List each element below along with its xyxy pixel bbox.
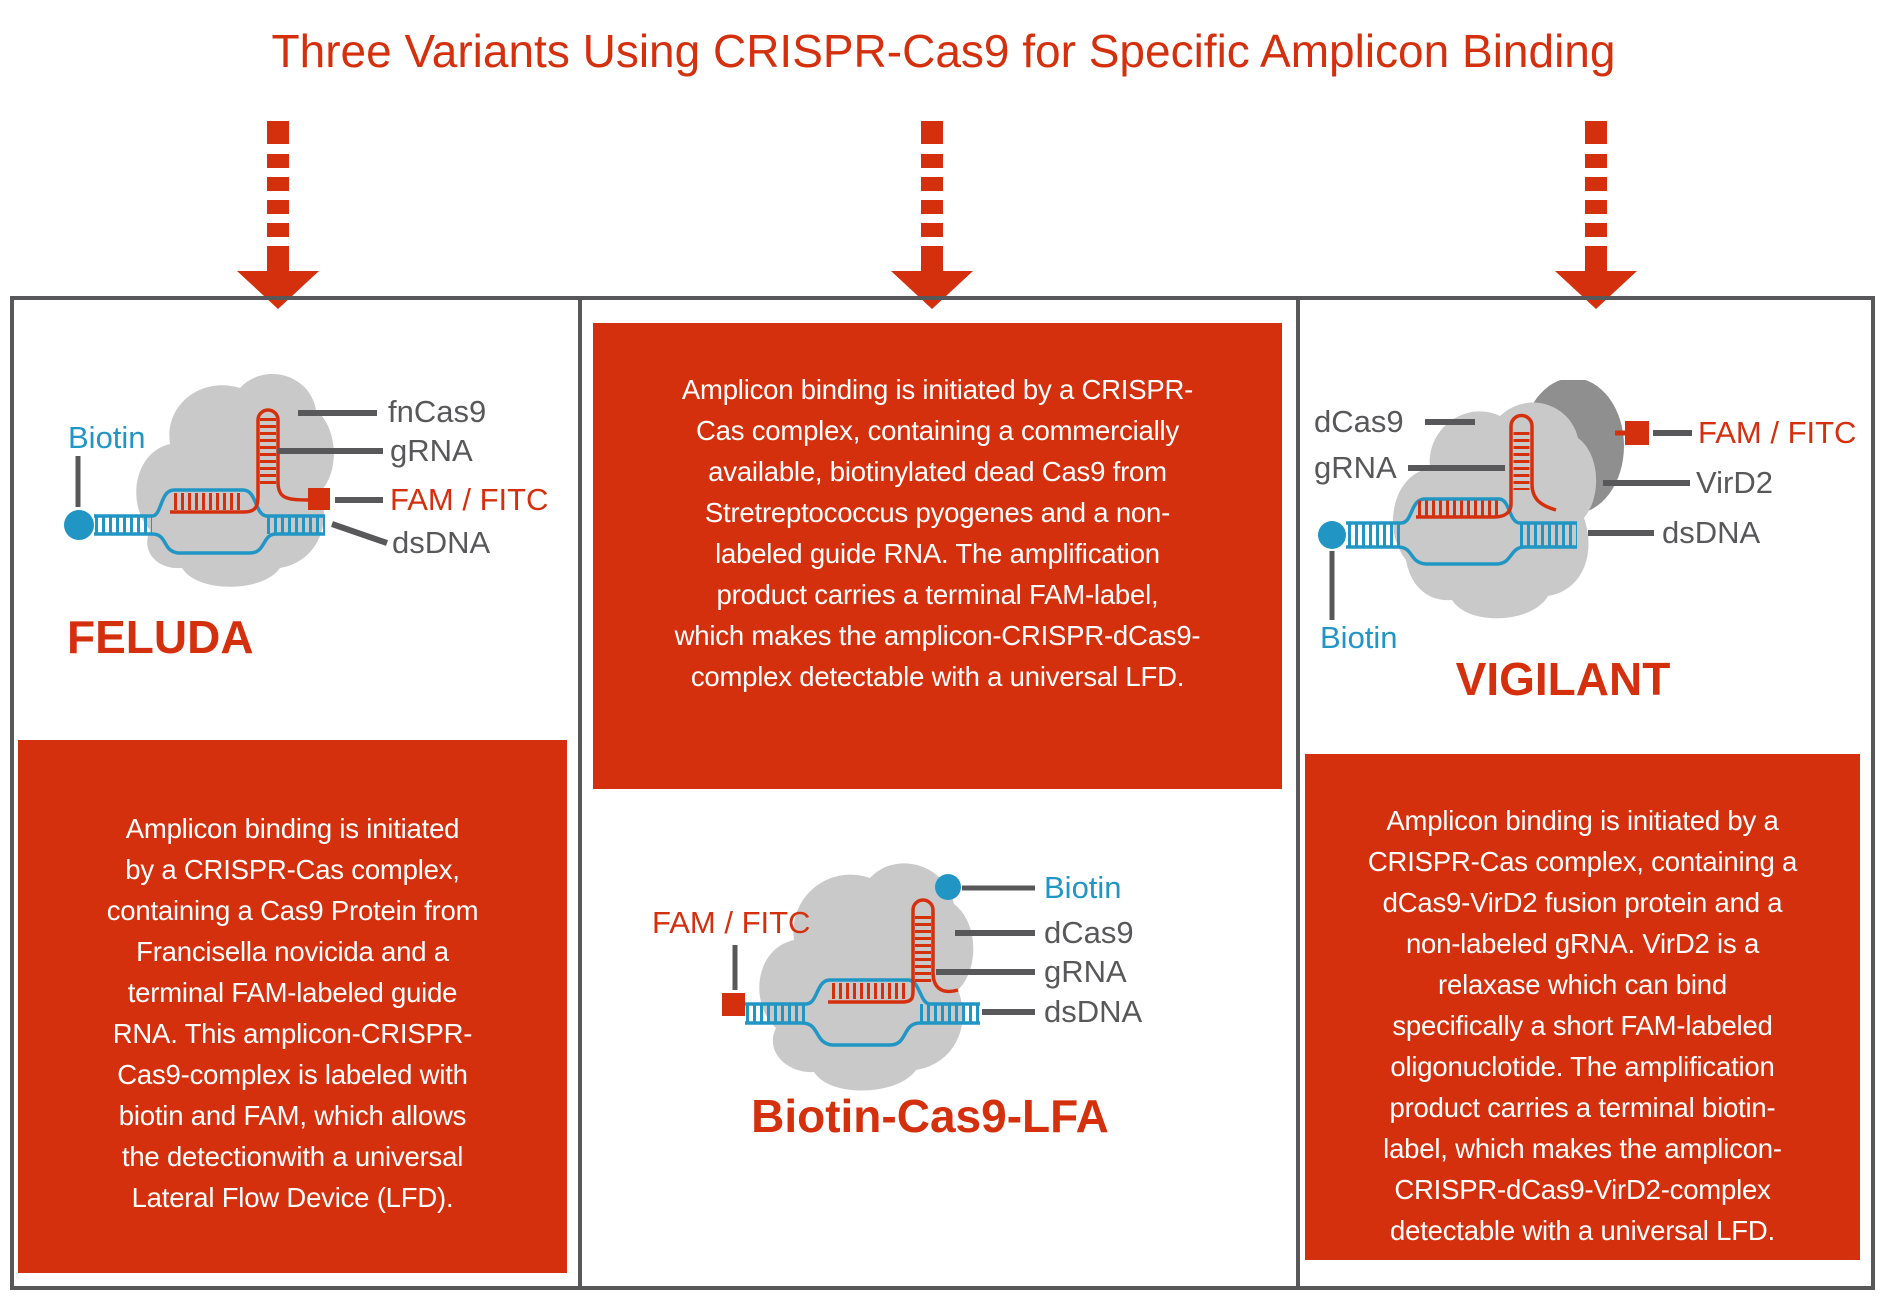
biotin-marker — [64, 510, 94, 540]
grna-hairpin — [170, 408, 309, 514]
dsdna-strands — [1346, 497, 1577, 566]
fam-fitc-marker — [722, 993, 745, 1016]
dsdna-strands — [745, 978, 980, 1047]
fam-label: FAM / FITC — [1698, 415, 1856, 450]
biotin-marker — [1318, 521, 1346, 549]
figure-title: Three Variants Using CRISPR-Cas9 for Spe… — [271, 25, 1616, 77]
dsdna-strands — [94, 488, 325, 555]
panel-title-biotin-cas9-lfa: Biotin-Cas9-LFA — [751, 1090, 1109, 1142]
cas9-protein-blob — [1393, 402, 1597, 619]
biotin-cas9-lfa-description: Amplicon binding is initiated by a CRISP… — [593, 323, 1282, 789]
dsdna-label: dsDNA — [392, 525, 491, 560]
biotin-marker — [935, 874, 961, 900]
dsdna-pointer-line — [331, 521, 388, 546]
biotin-label: Biotin — [1044, 870, 1122, 905]
grna-hairpin — [1416, 413, 1557, 519]
grna-hairpin — [828, 898, 959, 1004]
cas-label: fnCas9 — [388, 394, 486, 429]
biotin-cas9-lfa-diagram: FAM / FITC Biotin dCas9 gRNA dsDNA Bioti… — [652, 863, 1143, 1142]
dashed-down-arrow-icon — [237, 121, 319, 309]
cas9-protein-blob — [136, 374, 334, 587]
vird2-label: VirD2 — [1696, 465, 1773, 500]
fam-fitc-marker — [1625, 421, 1649, 445]
panel-divider — [578, 296, 582, 1290]
dashed-down-arrow-icon — [891, 121, 973, 309]
dsdna-label: dsDNA — [1662, 515, 1761, 550]
biotin-label: Biotin — [1320, 620, 1398, 655]
dashed-down-arrow-icon — [1555, 121, 1637, 309]
vigilant-description: Amplicon binding is initiated by a CRISP… — [1305, 754, 1860, 1260]
panel-title-feluda: FELUDA — [67, 611, 254, 663]
panel-divider — [1296, 296, 1300, 1290]
panels-frame — [10, 296, 1875, 1290]
fam-label: FAM / FITC — [390, 482, 548, 517]
feluda-description: Amplicon binding is initiated by a CRISP… — [18, 740, 567, 1273]
fam-fitc-marker — [308, 488, 330, 510]
cas9-protein-blob — [759, 863, 974, 1091]
dsdna-label: dsDNA — [1044, 994, 1143, 1029]
feluda-diagram: Biotin fnCas9 gRNA FAM / FITC dsDNA FELU… — [64, 374, 548, 663]
vigilant-diagram: dCas9 gRNA FAM / FITC VirD2 dsDNA Biotin… — [1314, 380, 1856, 705]
biotin-label: Biotin — [68, 420, 146, 455]
fam-label: FAM / FITC — [652, 905, 810, 940]
panel-title-vigilant: VIGILANT — [1456, 653, 1671, 705]
cas-label: dCas9 — [1314, 404, 1404, 439]
grna-label: gRNA — [1314, 450, 1397, 485]
cas-label: dCas9 — [1044, 915, 1134, 950]
grna-label: gRNA — [1044, 954, 1127, 989]
grna-label: gRNA — [390, 433, 473, 468]
